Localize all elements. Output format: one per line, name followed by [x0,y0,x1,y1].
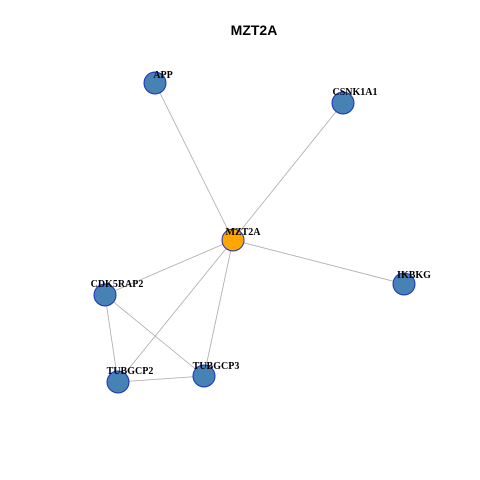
edge-mzt2a-app [154,82,234,241]
node-app [143,71,167,95]
edges-layer [104,82,405,383]
edge-cdk5rap2-tubgcp2 [104,294,119,383]
node-csnk1a1 [331,91,355,115]
node-label-ikbkg: IKBKG [397,270,431,281]
node-mzt2a [221,228,245,252]
node-label-mzt2a: MZT2A [226,227,262,238]
edge-mzt2a-tubgcp2 [117,239,234,383]
nodes-layer [93,71,416,394]
node-tubgcp3 [192,364,216,388]
diagram-title: MZT2A [231,22,278,38]
edge-mzt2a-ikbkg [232,239,405,285]
edge-mzt2a-csnk1a1 [232,102,344,241]
edge-mzt2a-cdk5rap2 [104,239,234,296]
edge-mzt2a-tubgcp3 [203,239,234,377]
node-label-app: APP [153,70,172,81]
node-ikbkg [392,272,416,296]
edge-cdk5rap2-tubgcp3 [104,294,205,377]
node-label-csnk1a1: CSNK1A1 [332,87,377,98]
edge-tubgcp2-tubgcp3 [117,375,205,383]
node-cdk5rap2 [93,283,117,307]
node-label-tubgcp2: TUBGCP2 [107,366,154,377]
node-tubgcp2 [106,370,130,394]
node-label-tubgcp3: TUBGCP3 [193,361,240,372]
node-label-cdk5rap2: CDK5RAP2 [91,279,144,290]
